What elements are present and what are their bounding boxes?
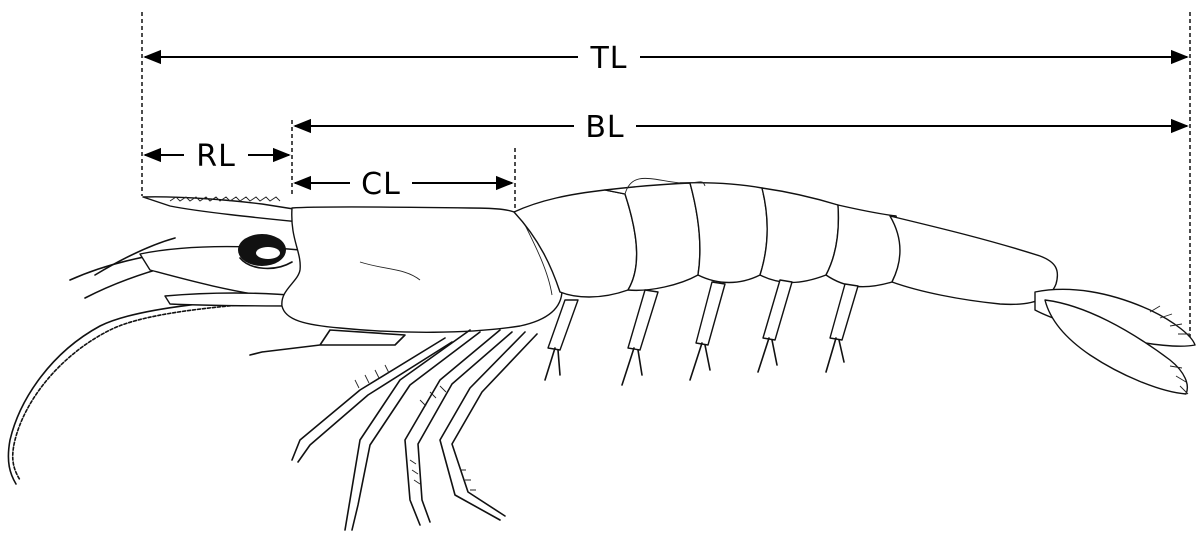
rl-label: RL <box>196 139 236 174</box>
tl-dimension: TL <box>145 41 1187 76</box>
bl-label: BL <box>585 110 624 145</box>
shrimp-illustration <box>8 178 1195 530</box>
abdominal-segment-6 <box>890 216 1057 304</box>
bl-dimension: BL <box>295 110 1187 145</box>
abdominal-segment-4 <box>760 188 838 283</box>
cl-label: CL <box>361 167 401 202</box>
carapace <box>282 207 562 332</box>
rl-dimension: RL <box>145 139 289 174</box>
tail-fan <box>1035 289 1195 394</box>
tl-label: TL <box>589 41 627 76</box>
walking-legs <box>250 330 537 530</box>
cl-dimension: CL <box>295 167 512 202</box>
rostrum <box>143 197 300 222</box>
